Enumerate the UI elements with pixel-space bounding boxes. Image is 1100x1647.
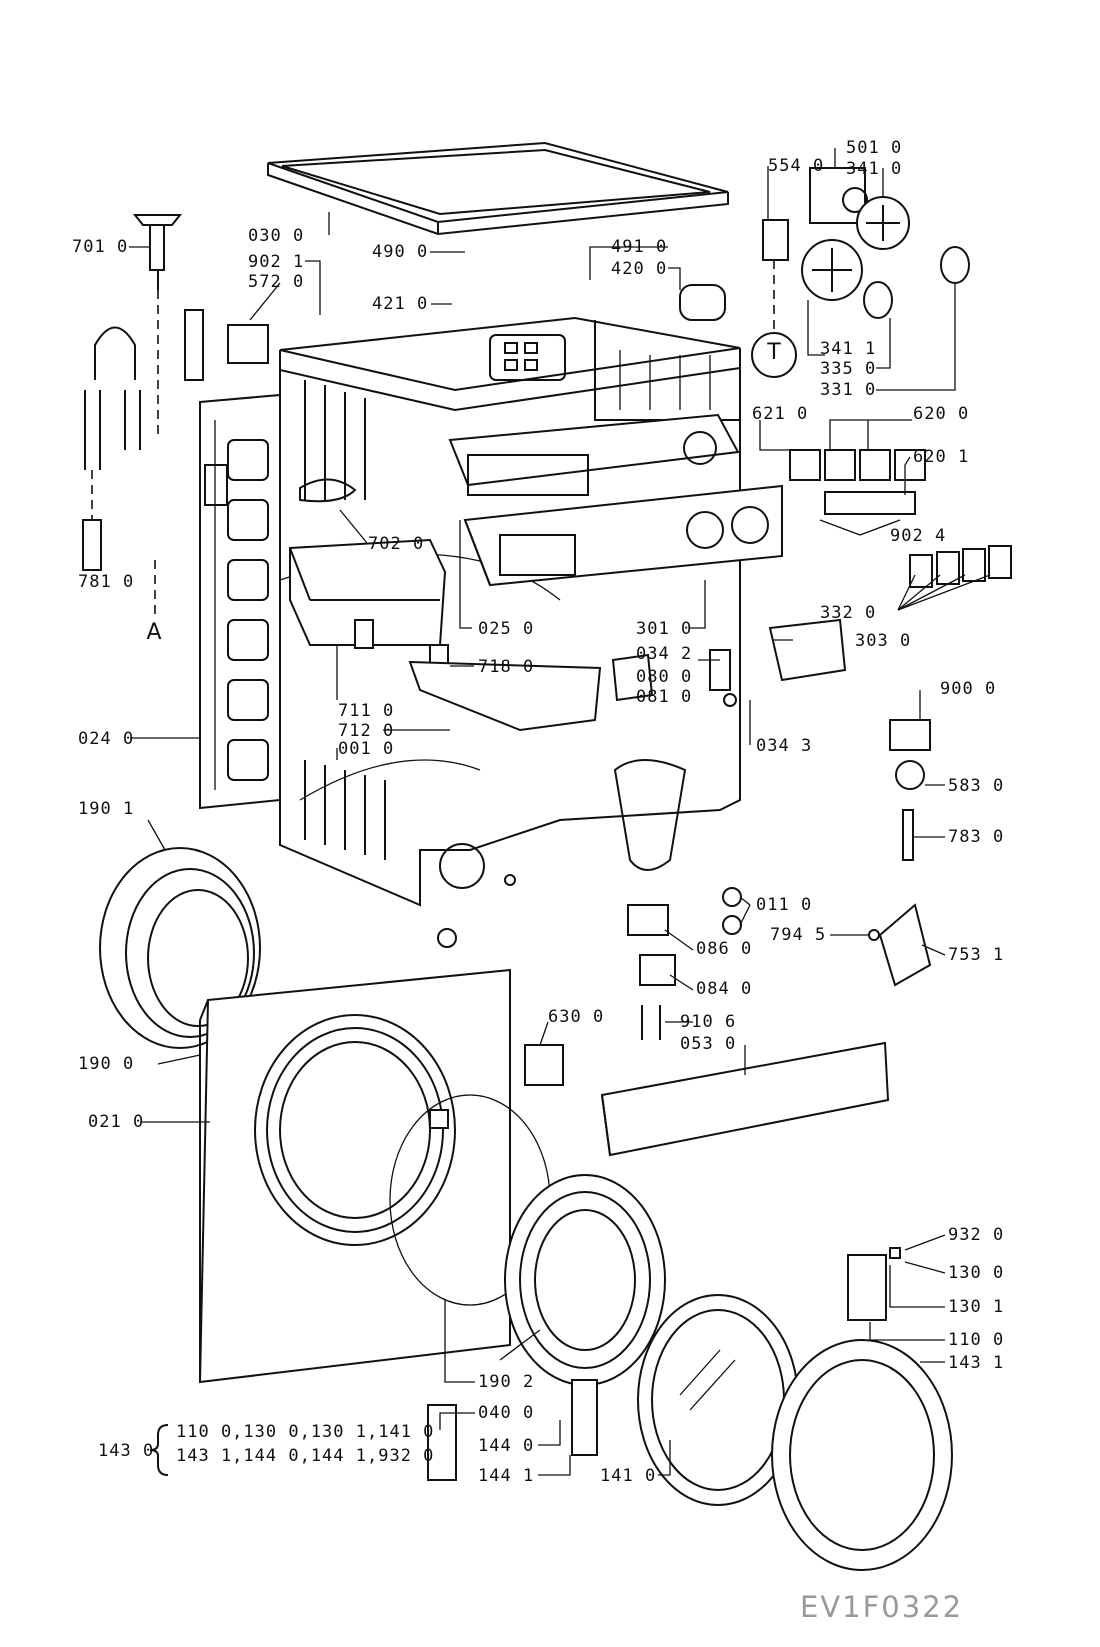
label-341-1: 341 1 [820,339,877,359]
label-490-0: 490 0 [372,242,429,262]
label-932-0: 932 0 [948,1225,1005,1245]
label-081-0: 081 0 [636,687,693,707]
door-lock-and-pump [437,649,742,1086]
side-panel [199,393,281,810]
dispenser [289,478,602,732]
label-900-0: 900 0 [940,679,997,699]
label-025-0: 025 0 [478,619,535,639]
label-702-0: 702 0 [368,534,425,554]
label-190-1: 190 1 [78,799,135,819]
label-011-0: 011 0 [756,895,813,915]
right-side-parts [600,618,932,1321]
label-303-0: 303 0 [855,631,912,651]
label-143-1: 143 1 [948,1353,1005,1373]
label-620-0: 620 0 [913,404,970,424]
callout-a: A [146,620,162,645]
label-086-0: 086 0 [696,939,753,959]
label-701-0: 701 0 [72,237,129,257]
label-034-3: 034 3 [756,736,813,756]
label-144-1: 144 1 [478,1466,535,1486]
label-620-1: 620 1 [913,447,970,467]
front-panel [198,968,511,1384]
label-190-2: 190 2 [478,1372,535,1392]
label-630-0: 630 0 [548,1007,605,1027]
control-panel [448,413,783,587]
label-718-0: 718 0 [478,657,535,677]
label-301-0: 301 0 [636,619,693,639]
label-794-5: 794 5 [770,925,827,945]
label-190-0: 190 0 [78,1054,135,1074]
label-021-0: 021 0 [88,1112,145,1132]
label-080-0: 080 0 [636,667,693,687]
label-030-0: 030 0 [248,226,305,246]
label-144-0: 144 0 [478,1436,535,1456]
label-341-0: 341 0 [846,159,903,179]
label-130-1: 130 1 [948,1297,1005,1317]
label-053-0: 053 0 [680,1034,737,1054]
label-711-0: 711 0 [338,701,395,721]
label-024-0: 024 0 [78,729,135,749]
label-902-1: 902 1 [248,252,305,272]
label-902-4: 902 4 [890,526,947,546]
label-130-0: 130 0 [948,1263,1005,1283]
label-491-0: 491 0 [611,237,668,257]
label-143-0: 143 0 [98,1441,155,1461]
label-331-0: 331 0 [820,380,877,400]
label-084-0: 084 0 [696,979,753,999]
cabinet-top [279,316,741,421]
label-554-0: 554 0 [768,156,825,176]
kit-143-0-line-1: 110 0,130 0,130 1,141 0 [176,1422,435,1442]
label-332-0: 332 0 [820,603,877,623]
callout-t: T [767,340,781,365]
label-712-0: 712 0 [338,721,395,741]
kit-143-0-line-2: 143 1,144 0,144 1,932 0 [176,1446,435,1466]
label-621-0: 621 0 [752,404,809,424]
leader-lines [129,148,991,1476]
label-110-0: 110 0 [948,1330,1005,1350]
label-040-0: 040 0 [478,1403,535,1423]
label-034-2: 034 2 [636,644,693,664]
door-assembly [389,1094,953,1571]
cabinet-body [279,350,741,907]
label-501-0: 501 0 [846,138,903,158]
label-001-0: 001 0 [338,739,395,759]
label-910-6: 910 6 [680,1012,737,1032]
door-seal [99,847,261,1049]
label-335-0: 335 0 [820,359,877,379]
label-572-0: 572 0 [248,272,305,292]
label-583-0: 583 0 [948,776,1005,796]
label-141-0: 141 0 [600,1466,657,1486]
top-cover [267,141,729,236]
label-781-0: 781 0 [78,572,135,592]
timer-and-knobs [679,167,1012,588]
inlet-hose [82,214,269,615]
label-753-1: 753 1 [948,945,1005,965]
drawing-code: EV1F0322 [800,1590,964,1624]
label-783-0: 783 0 [948,827,1005,847]
label-420-0: 420 0 [611,259,668,279]
label-421-0: 421 0 [372,294,429,314]
